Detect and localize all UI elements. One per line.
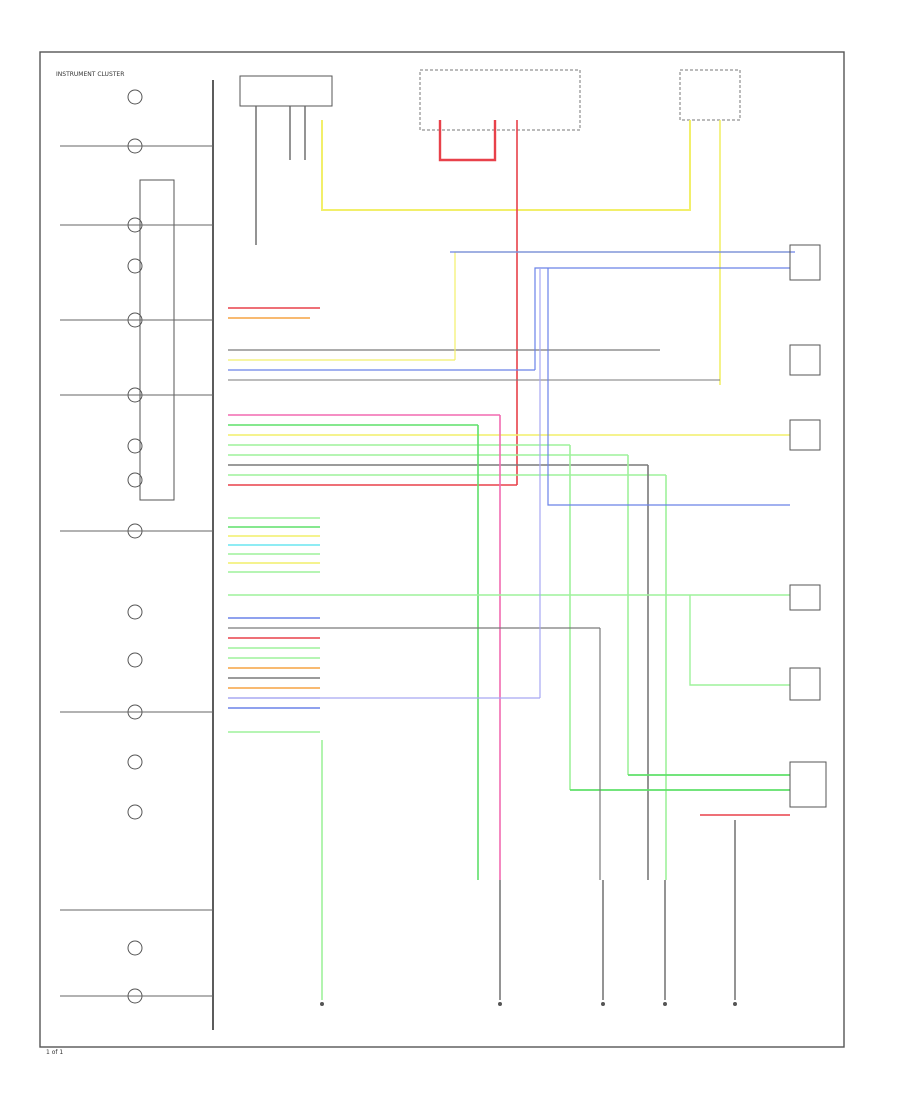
switch-3 bbox=[789, 584, 821, 611]
indicator-lamp-1 bbox=[127, 89, 143, 105]
cluster-internal-module bbox=[139, 179, 175, 501]
lamp-leads bbox=[60, 145, 213, 997]
indicator-lamp-10 bbox=[127, 604, 143, 620]
switch-2 bbox=[789, 344, 821, 376]
module-right bbox=[789, 761, 827, 808]
wire-lightgreen-branch bbox=[689, 595, 790, 686]
sensor-2 bbox=[789, 667, 821, 701]
switch-1 bbox=[789, 244, 821, 281]
fuse-block-center bbox=[419, 69, 581, 131]
top-module-left bbox=[239, 75, 333, 107]
right-components bbox=[789, 244, 827, 808]
indicator-lamp-14 bbox=[127, 804, 143, 820]
lower-connector-rows bbox=[228, 517, 600, 733]
ground-points bbox=[320, 1002, 737, 1006]
wire-blue-loop bbox=[547, 268, 790, 506]
indicator-lamp-7 bbox=[127, 438, 143, 454]
indicator-lamp-8 bbox=[127, 472, 143, 488]
page-footer: 1 of 1 bbox=[46, 1049, 63, 1056]
indicator-lamp-11 bbox=[127, 652, 143, 668]
indicator-lamp-15 bbox=[127, 940, 143, 956]
diagram-frame bbox=[39, 51, 845, 1048]
sensor-1 bbox=[789, 419, 821, 451]
wire-blue-to-switch bbox=[534, 267, 790, 370]
top-left-stubs bbox=[255, 106, 306, 245]
fuse-block-right bbox=[679, 69, 741, 121]
wire-yellow-top bbox=[321, 120, 691, 211]
indicator-lamps bbox=[127, 89, 143, 1004]
wire-red-fuse-loop bbox=[438, 120, 497, 162]
indicator-lamp-13 bbox=[127, 754, 143, 770]
ground-leads bbox=[321, 740, 736, 1000]
indicator-lamp-4 bbox=[127, 258, 143, 274]
diagram-title: INSTRUMENT CLUSTER bbox=[56, 71, 124, 78]
